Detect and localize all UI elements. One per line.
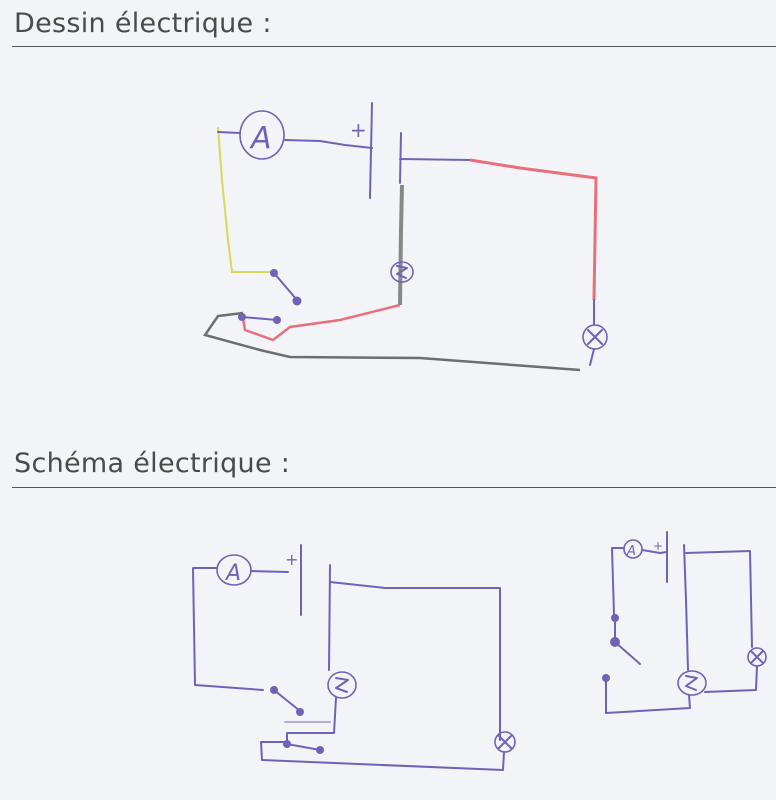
switch-contact <box>602 674 610 682</box>
wire <box>399 158 471 161</box>
battery-positive-plate <box>369 102 373 199</box>
switch-lever <box>273 272 298 301</box>
wire <box>284 139 373 149</box>
ammeter-label: A <box>249 121 272 156</box>
switch-lever <box>614 641 641 665</box>
lamp-cross <box>750 650 764 664</box>
motor-zigzag <box>396 265 408 279</box>
switch-lever <box>273 689 301 712</box>
motor-icon <box>677 670 707 696</box>
wire <box>286 697 337 745</box>
switch-contact <box>292 296 302 306</box>
battery-negative-plate <box>399 132 402 184</box>
motor-zigzag <box>685 675 698 691</box>
wire <box>192 567 264 691</box>
switch-contact <box>296 708 304 716</box>
circuit-schematic: A + <box>192 544 516 771</box>
switch-lever <box>286 743 321 751</box>
ammeter-label: A <box>626 544 636 559</box>
wire <box>250 570 289 573</box>
wire-gray <box>398 184 404 306</box>
battery-negative-plate <box>328 564 331 671</box>
motor-icon <box>327 671 357 699</box>
section-title-dessin: Dessin électrique : <box>14 8 272 39</box>
ammeter-label: A <box>224 561 241 586</box>
wire-red <box>469 158 598 301</box>
switch-lever <box>241 316 278 321</box>
wire <box>260 741 505 771</box>
circuit-schematic-small: A + <box>602 531 767 714</box>
wire-gray <box>202 311 581 372</box>
switch-contact <box>273 316 281 324</box>
ammeter-icon <box>239 110 285 160</box>
lamp-cross <box>587 329 603 345</box>
motor-zigzag <box>335 677 349 693</box>
wire-red <box>241 303 401 342</box>
wire <box>685 550 753 648</box>
wire <box>641 549 668 554</box>
wire <box>704 665 758 693</box>
battery-plus-label: + <box>285 550 298 569</box>
lamp-cross <box>498 735 512 749</box>
section-title-schema: Schéma électrique : <box>14 448 291 479</box>
wire-yellow <box>217 126 272 273</box>
motor-icon <box>390 261 414 283</box>
wire <box>329 581 501 741</box>
battery-negative-plate <box>683 544 689 671</box>
circuit-drawing: A + <box>202 102 608 372</box>
wire <box>605 677 691 714</box>
section-divider <box>12 487 776 488</box>
section-divider <box>12 46 776 47</box>
wire <box>589 348 595 366</box>
wire <box>611 547 625 616</box>
battery-plus-label: + <box>350 118 367 142</box>
wire <box>217 131 241 134</box>
switch-contact <box>316 746 324 754</box>
battery-plus-label: + <box>653 539 663 553</box>
